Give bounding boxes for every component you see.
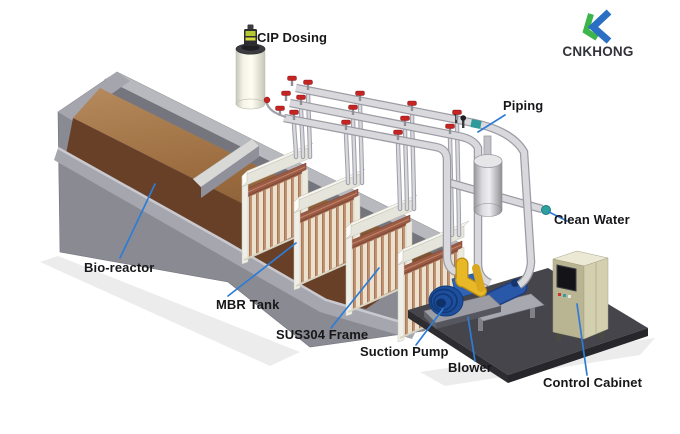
cnkhong-logo-text: CNKHONG: [562, 44, 634, 59]
cabinet-indicator-lights: [558, 293, 571, 298]
label-piping: Piping: [503, 98, 544, 113]
mbr-tank-leader-line: [227, 242, 297, 297]
label-bio-reactor: Bio-reactor: [84, 260, 155, 275]
control-cabinet-leader-line: [576, 303, 588, 376]
dosing-pump-head: [244, 24, 257, 46]
label-clean-water: Clean Water: [554, 212, 630, 227]
clean-water-outlet-cap: [541, 205, 551, 215]
suction-pump-leader-line: [415, 308, 444, 346]
label-mbr-tank: MBR Tank: [216, 297, 280, 312]
cnkhong-logo-icon: [582, 9, 612, 44]
cabinet-display-panel: [556, 264, 577, 292]
bio-reactor-leader-line: [119, 183, 156, 259]
label-cip-dosing: CIP Dosing: [257, 30, 328, 45]
piping-manifold: [283, 83, 536, 289]
blower-leader-line: [467, 316, 476, 362]
partition-wall: [192, 138, 260, 198]
accumulator-tank: [473, 135, 503, 217]
control-cabinet: [552, 250, 609, 342]
label-suction-pump: Suction Pump: [360, 344, 449, 359]
label-control-cabinet: Control Cabinet: [543, 375, 642, 390]
cip-outlet-nozzle: [263, 96, 271, 104]
module-drop-pipes: [291, 88, 462, 238]
clean-water-leader-line: [548, 211, 568, 222]
label-blower: Blower: [448, 360, 492, 375]
cip-dosing-tank: [235, 24, 287, 119]
label-sus304-frame: SUS304 Frame: [276, 327, 369, 342]
sus304-frame-leader-line: [330, 267, 380, 329]
pump-elbow-yellow: [455, 257, 487, 297]
piping-leader-line: [477, 114, 506, 133]
pipe-to-blower: [289, 98, 492, 287]
piping-coupling-sleeve: [470, 119, 482, 129]
leader-lines: [119, 114, 588, 376]
